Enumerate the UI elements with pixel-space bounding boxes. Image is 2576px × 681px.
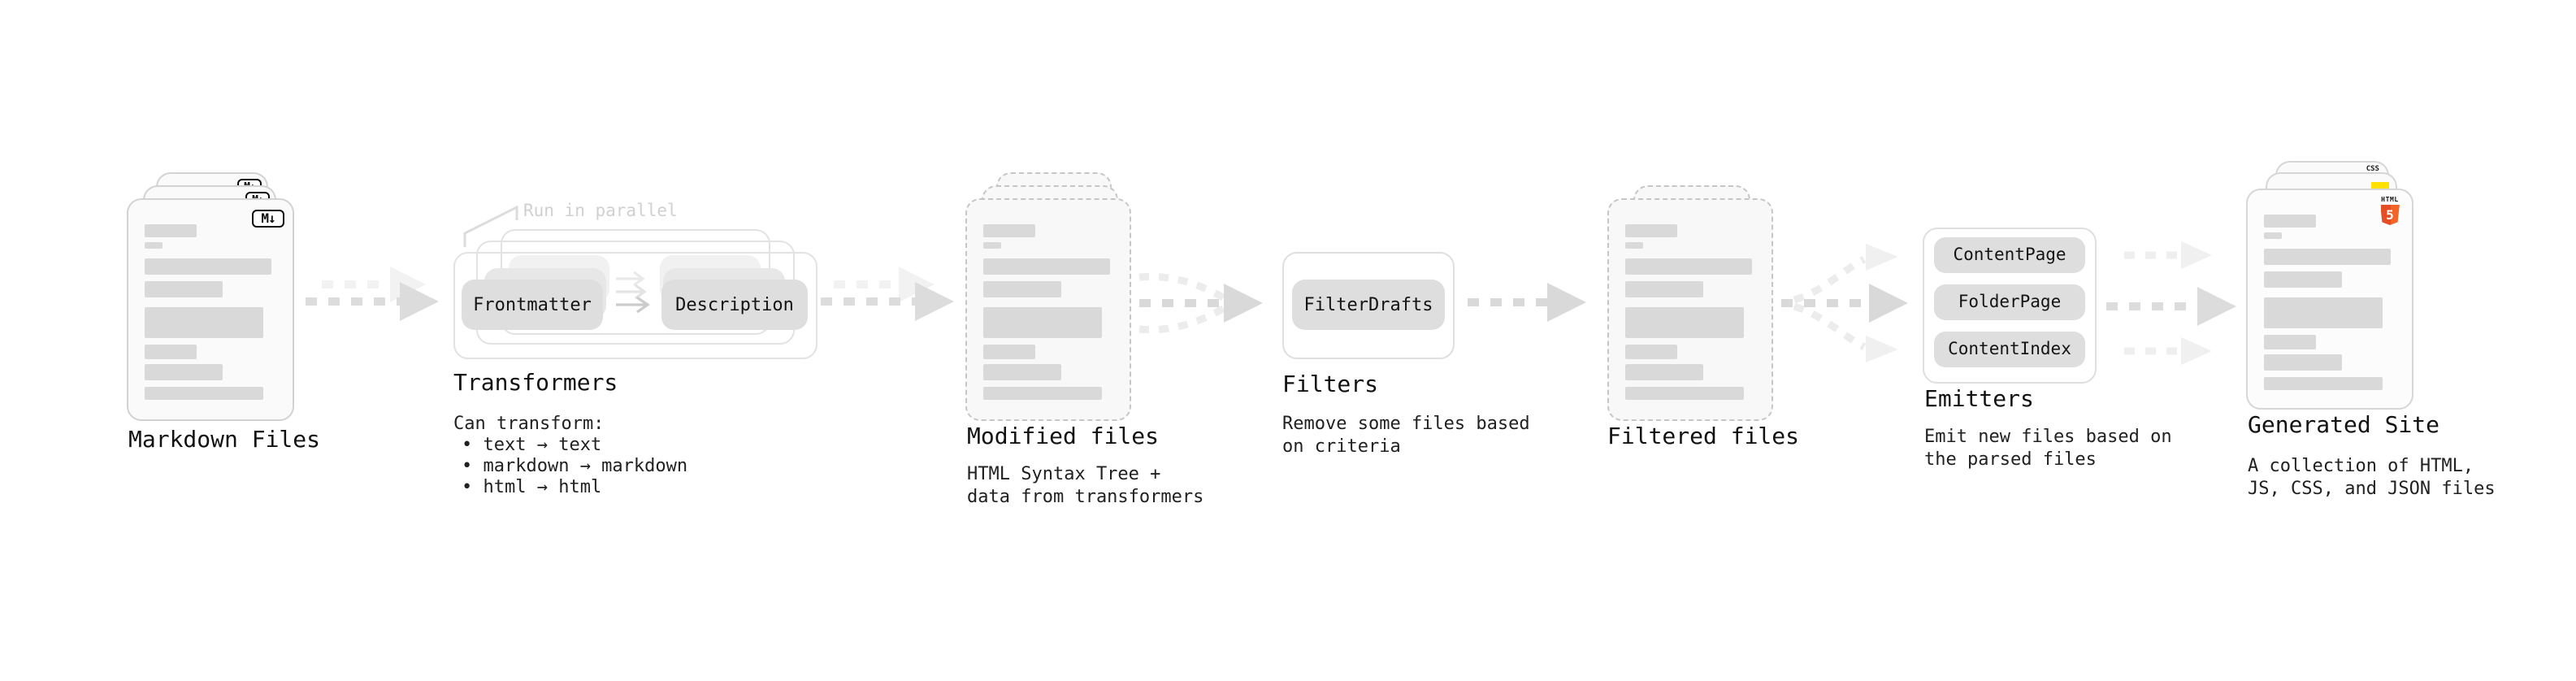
doc-line xyxy=(1625,258,1752,274)
doc-line xyxy=(2264,248,2391,264)
modified-files-description: HTML Syntax Tree + data from transformer… xyxy=(967,463,1204,506)
emitters-description: Emit new files based on the parsed files xyxy=(1924,426,2172,469)
node-description: Description xyxy=(661,280,808,330)
stage-label-markdown-files: Markdown Files xyxy=(128,427,321,453)
transformers-bullet: • markdown → markdown xyxy=(462,455,688,476)
doc-line xyxy=(983,306,1102,337)
doc-line xyxy=(983,344,1035,358)
filtered-files-stack xyxy=(1607,185,1773,421)
node-filterdrafts: FilterDrafts xyxy=(1292,279,1445,329)
doc-line xyxy=(2264,232,2282,238)
filters-panel xyxy=(1282,252,1455,359)
doc-line xyxy=(2264,354,2342,370)
node-folderpage: FolderPage xyxy=(1934,284,2085,319)
transformer-panel-front xyxy=(453,252,817,359)
doc-line xyxy=(145,363,223,380)
filtered-file-card xyxy=(1607,198,1773,421)
doc-line xyxy=(145,344,197,358)
run-in-parallel-note: Run in parallel xyxy=(523,201,678,220)
doc-line xyxy=(983,242,1001,248)
arrow-filtered-to-emitters xyxy=(1781,244,1908,362)
doc-line xyxy=(145,258,271,274)
html5-icon: HTML 5 xyxy=(2379,195,2400,225)
doc-line xyxy=(2264,271,2342,287)
stage-label-generated-site: Generated Site xyxy=(2248,413,2440,439)
doc-line xyxy=(983,280,1061,297)
generated-site-stack: CSS HTML 5 xyxy=(2246,161,2413,410)
doc-line xyxy=(1625,242,1643,248)
html5-number: 5 xyxy=(2386,207,2394,222)
node-contentindex: ContentIndex xyxy=(1934,332,2085,367)
doc-line xyxy=(145,306,263,337)
stage-label-transformers: Transformers xyxy=(453,371,618,397)
stage-label-emitters: Emitters xyxy=(1924,387,2034,413)
doc-line xyxy=(145,224,197,237)
doc-line xyxy=(1625,280,1703,297)
document-placeholder-lines xyxy=(1625,224,1752,399)
doc-line xyxy=(983,363,1061,380)
modified-files-stack xyxy=(965,172,1131,421)
node-contentpage: ContentPage xyxy=(1934,237,2085,272)
doc-line xyxy=(983,224,1035,237)
arrow-filters-to-filtered xyxy=(1468,283,1586,322)
document-placeholder-lines xyxy=(983,224,1110,399)
stage-label-filtered-files: Filtered files xyxy=(1607,424,1800,450)
doc-line xyxy=(983,386,1102,399)
doc-line xyxy=(2264,215,2316,228)
doc-line xyxy=(1625,344,1677,358)
arrows-emitters-to-generated xyxy=(2106,241,2236,365)
stage-label-filters: Filters xyxy=(1282,372,1379,398)
doc-line xyxy=(1625,306,1744,337)
filters-description: Remove some files based on criteria xyxy=(1282,413,1530,456)
doc-line xyxy=(983,258,1110,274)
doc-line xyxy=(145,280,223,297)
run-in-parallel-leader-line xyxy=(463,205,518,247)
modified-file-card xyxy=(965,198,1131,421)
javascript-icon xyxy=(2371,181,2389,189)
doc-line xyxy=(1625,386,1744,399)
stage-label-modified-files: Modified files xyxy=(967,424,1160,450)
doc-line xyxy=(2264,297,2383,327)
document-placeholder-lines xyxy=(145,224,271,399)
arrow-transformers-to-modified xyxy=(821,267,954,321)
html5-shield: 5 xyxy=(2380,204,2400,225)
markdown-files-stack: M↓ M↓ M↓ xyxy=(127,172,294,421)
markdown-icon: M↓ xyxy=(252,209,284,227)
doc-line xyxy=(1625,224,1677,237)
doc-line xyxy=(145,242,163,248)
arrow-modified-to-filters xyxy=(1138,272,1263,334)
markdown-file-card: M↓ xyxy=(127,198,294,421)
emitters-panel xyxy=(1923,228,2097,384)
node-frontmatter: Frontmatter xyxy=(462,280,603,330)
transformers-desc-title: Can transform: xyxy=(453,413,605,434)
arrow-markdown-to-transformers xyxy=(306,267,439,321)
doc-line xyxy=(2264,334,2316,349)
generated-site-card: HTML 5 xyxy=(2246,189,2413,410)
html5-icon-label: HTML xyxy=(2381,195,2399,203)
doc-line xyxy=(1625,363,1703,380)
doc-line xyxy=(2264,376,2383,389)
doc-line xyxy=(145,386,263,399)
parallel-transform-arrows xyxy=(616,271,650,314)
transformers-bullet: • text → text xyxy=(462,434,602,455)
document-placeholder-lines xyxy=(2264,215,2391,389)
transformers-bullet: • html → html xyxy=(462,476,602,497)
generated-site-description: A collection of HTML, JS, CSS, and JSON … xyxy=(2248,455,2496,498)
